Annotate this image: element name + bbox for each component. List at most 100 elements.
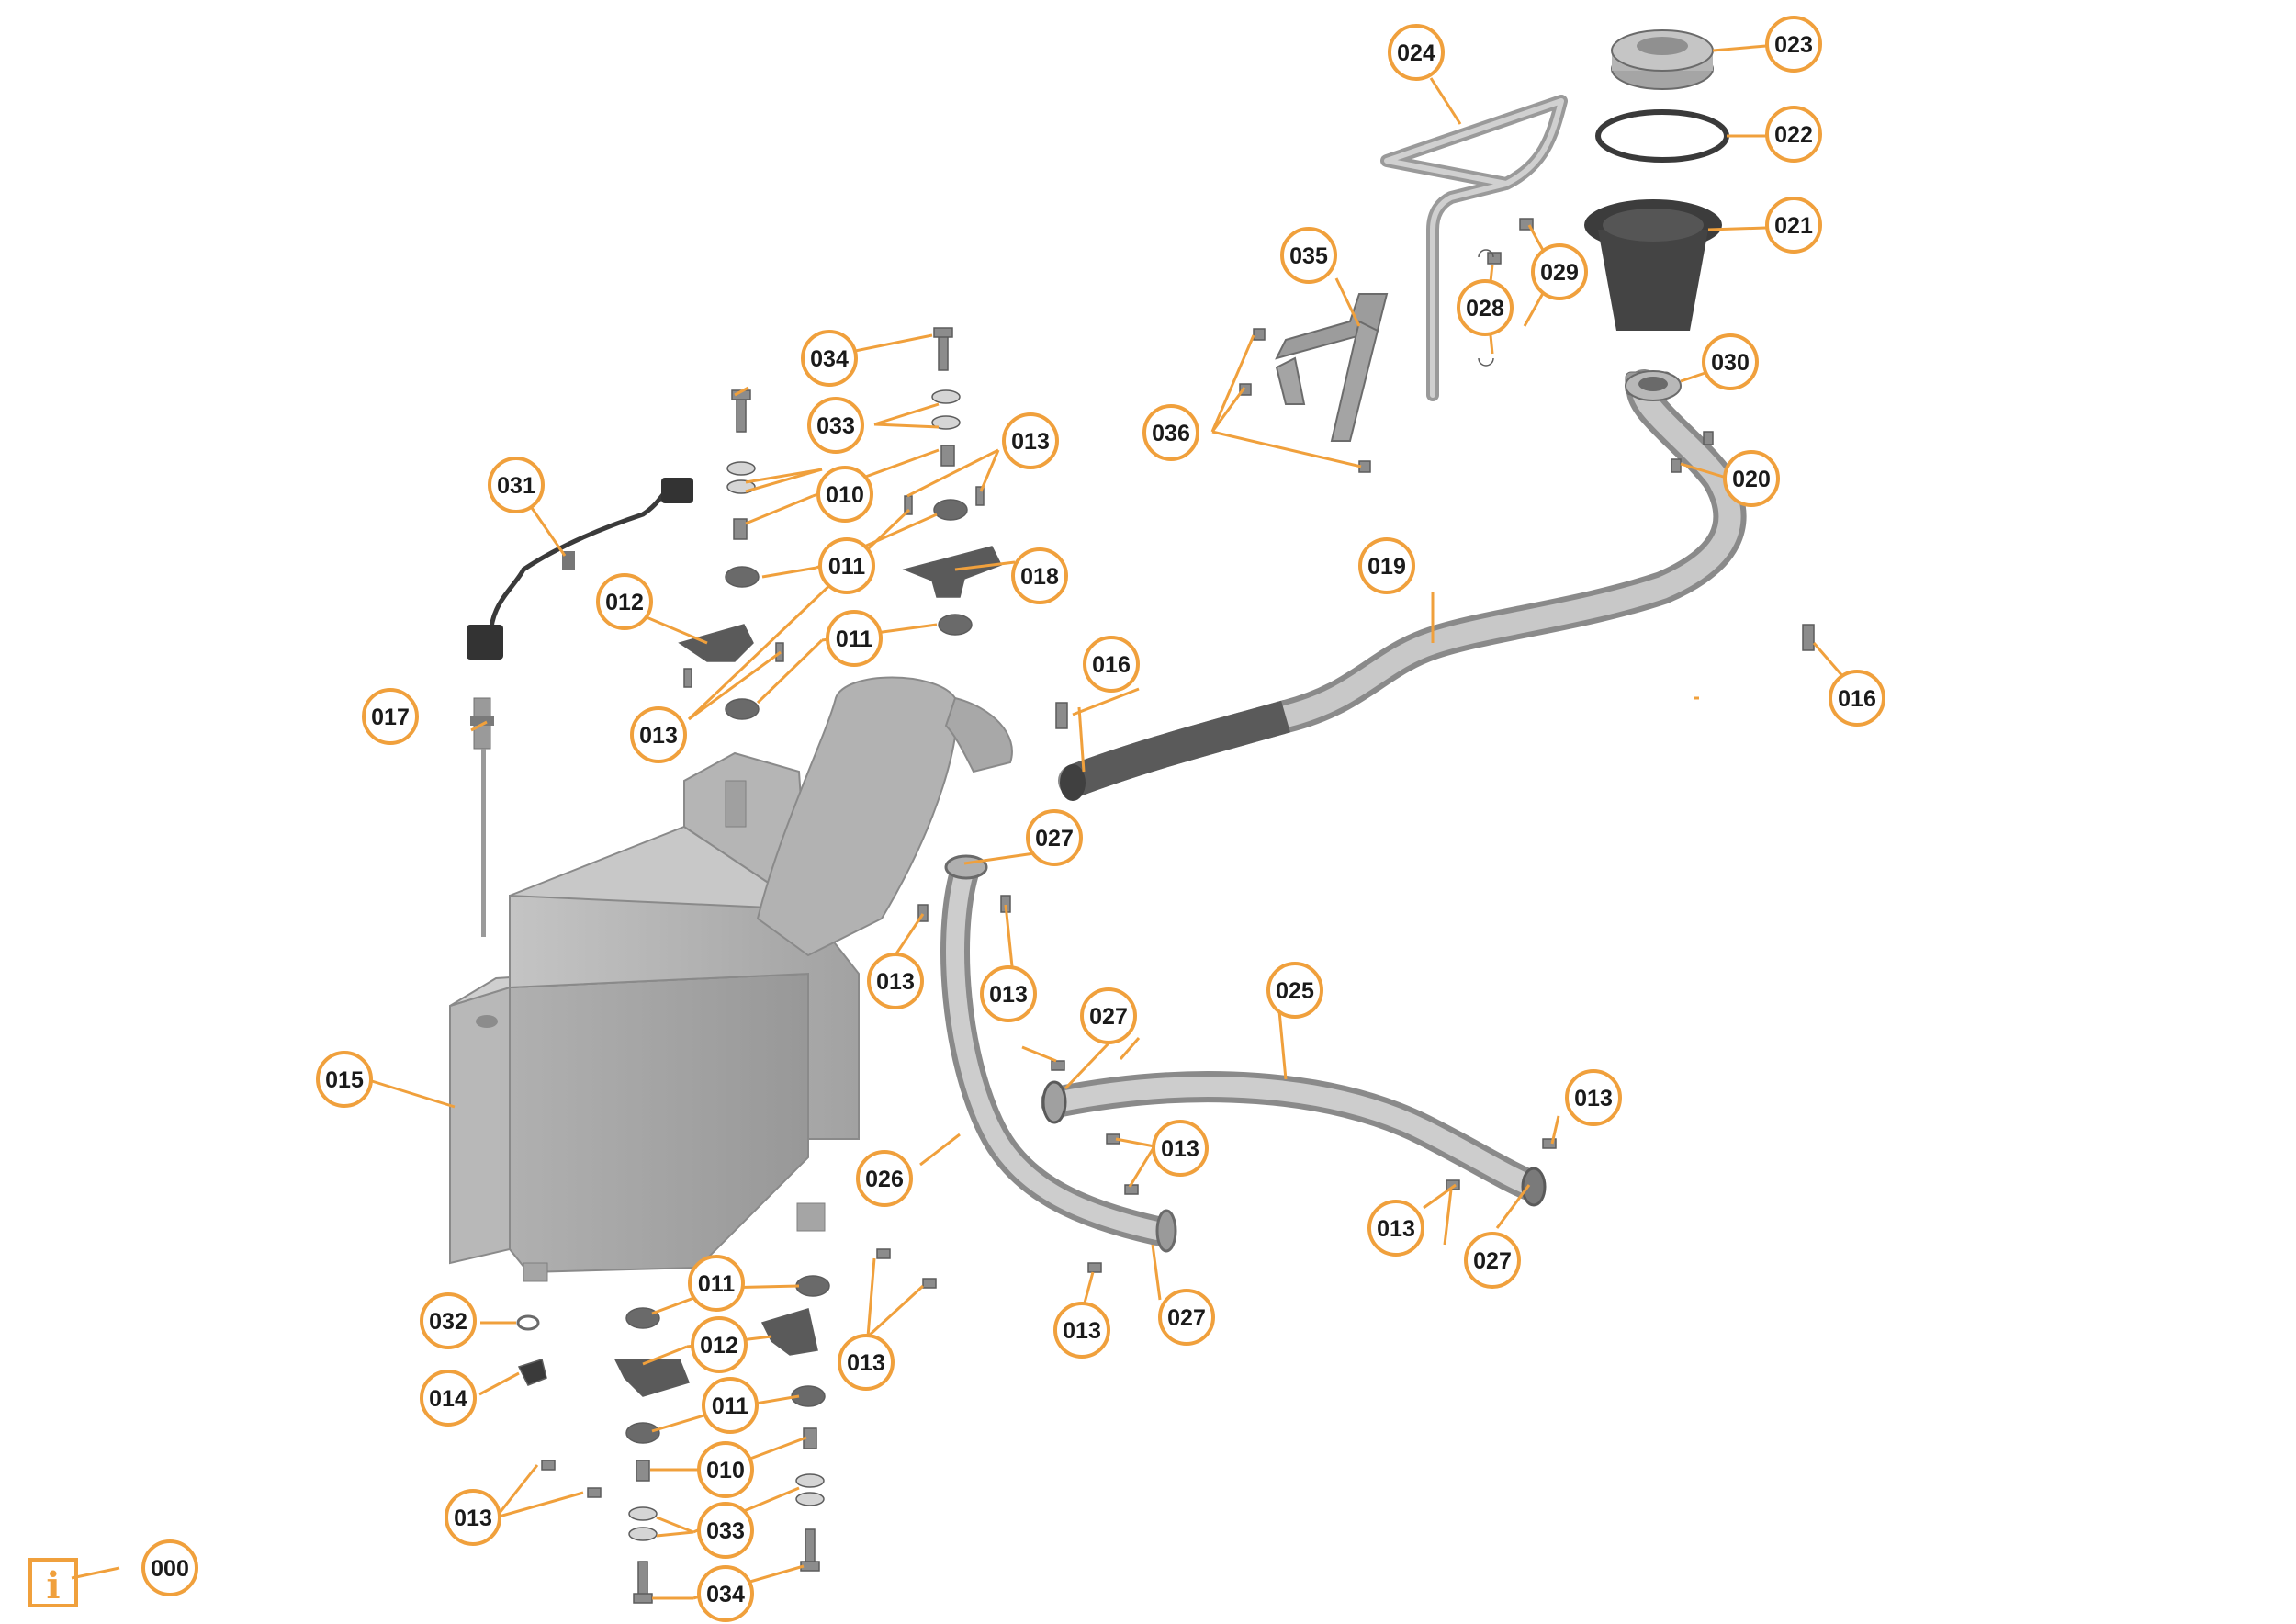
callout-013: 013 xyxy=(1053,1302,1110,1359)
callout-label: 013 xyxy=(454,1506,492,1531)
callout-circle xyxy=(1723,450,1780,507)
callout-027: 027 xyxy=(1464,1232,1521,1289)
info-icon[interactable]: i xyxy=(28,1558,78,1607)
callout-032: 032 xyxy=(420,1292,477,1349)
callout-label: 033 xyxy=(816,413,855,439)
callout-circle xyxy=(1388,24,1445,81)
callout-020: 020 xyxy=(1723,450,1780,507)
callout-013: 013 xyxy=(630,706,687,763)
callout-017: 017 xyxy=(362,688,419,745)
fasteners xyxy=(516,218,1815,1604)
callout-circle xyxy=(867,953,924,1009)
callout-034: 034 xyxy=(697,1565,754,1622)
callout-circle xyxy=(141,1539,198,1596)
seal-ring xyxy=(1595,109,1729,163)
callout-019: 019 xyxy=(1358,537,1415,594)
filler-neck xyxy=(1584,199,1722,331)
callout-circle xyxy=(1158,1289,1215,1346)
callout-026: 026 xyxy=(856,1150,913,1207)
callout-034: 034 xyxy=(801,330,858,387)
callout-label: 020 xyxy=(1732,467,1771,492)
callout-030: 030 xyxy=(1702,333,1759,390)
callout-label: 033 xyxy=(706,1518,745,1544)
callout-013: 013 xyxy=(1002,412,1059,469)
bracket xyxy=(1275,293,1389,442)
callout-000: 000 xyxy=(141,1539,198,1596)
callout-027: 027 xyxy=(1026,809,1083,866)
callout-label: 025 xyxy=(1276,978,1314,1004)
callout-circle xyxy=(1002,412,1059,469)
callout-circle xyxy=(816,466,873,523)
callout-circle xyxy=(420,1292,477,1349)
callout-015: 015 xyxy=(316,1051,373,1108)
callout-label: 034 xyxy=(706,1582,745,1607)
callout-label: 021 xyxy=(1774,213,1813,239)
callout-circle xyxy=(697,1565,754,1622)
callout-circle xyxy=(1026,809,1083,866)
callout-circle xyxy=(630,706,687,763)
sensor-cable xyxy=(467,478,693,660)
callout-circle xyxy=(1765,106,1822,163)
callout-circle xyxy=(420,1370,477,1427)
callout-circle xyxy=(818,537,875,594)
callout-circle xyxy=(316,1051,373,1108)
callout-036: 036 xyxy=(1142,404,1199,461)
callout-033: 033 xyxy=(697,1502,754,1559)
callout-label: 032 xyxy=(429,1309,467,1335)
callout-label: 013 xyxy=(1063,1318,1101,1344)
callout-label: 013 xyxy=(876,969,915,995)
bent-bar xyxy=(1380,95,1568,401)
callout-label: 018 xyxy=(1020,564,1059,590)
callout-014: 014 xyxy=(420,1370,477,1427)
callout-label: 016 xyxy=(1092,652,1131,678)
callout-label: 000 xyxy=(151,1556,189,1582)
callout-031: 031 xyxy=(488,457,545,513)
callout-label: 011 xyxy=(698,1271,735,1297)
callout-label: 010 xyxy=(826,482,864,508)
callout-018: 018 xyxy=(1011,547,1068,604)
callout-circle xyxy=(1142,404,1199,461)
callout-011: 011 xyxy=(826,610,883,667)
callout-circle xyxy=(691,1316,748,1373)
callout-011: 011 xyxy=(818,537,875,594)
callout-label: 013 xyxy=(1011,429,1050,455)
callout-label: 024 xyxy=(1397,40,1435,66)
callout-012: 012 xyxy=(596,573,653,630)
callout-circle xyxy=(1080,987,1137,1044)
callout-circle xyxy=(1358,537,1415,594)
callout-label: 027 xyxy=(1167,1305,1206,1331)
callout-circle xyxy=(1367,1200,1424,1257)
callout-circle xyxy=(1266,962,1323,1019)
callout-029: 029 xyxy=(1531,243,1588,300)
callout-label: 013 xyxy=(1161,1136,1199,1162)
callout-circle xyxy=(1829,670,1885,727)
callout-label: 011 xyxy=(836,626,872,652)
callout-circle xyxy=(362,688,419,745)
callout-024: 024 xyxy=(1388,24,1445,81)
callout-label: 022 xyxy=(1774,122,1813,148)
callout-circle xyxy=(1765,197,1822,254)
callout-circle xyxy=(688,1255,745,1312)
callout-022: 022 xyxy=(1765,106,1822,163)
callout-circle xyxy=(1765,16,1822,73)
callout-label: 023 xyxy=(1774,32,1813,58)
callout-label: 036 xyxy=(1152,421,1190,446)
callout-circle xyxy=(807,397,864,454)
callout-circle xyxy=(1083,636,1140,693)
callout-circle xyxy=(1464,1232,1521,1289)
parts-layer xyxy=(449,29,1815,1604)
callout-023: 023 xyxy=(1765,16,1822,73)
callout-010: 010 xyxy=(816,466,873,523)
callout-circle xyxy=(1531,243,1588,300)
callout-label: 011 xyxy=(828,554,865,580)
callout-013: 013 xyxy=(1152,1120,1209,1177)
oil-tank xyxy=(449,676,1013,1282)
callout-circle xyxy=(826,610,883,667)
callout-label: 011 xyxy=(712,1393,748,1419)
callout-label: 035 xyxy=(1289,243,1328,269)
feed-pipe xyxy=(940,854,1177,1253)
callout-label: 026 xyxy=(865,1167,904,1192)
callout-013: 013 xyxy=(838,1334,895,1391)
callout-circle xyxy=(801,330,858,387)
